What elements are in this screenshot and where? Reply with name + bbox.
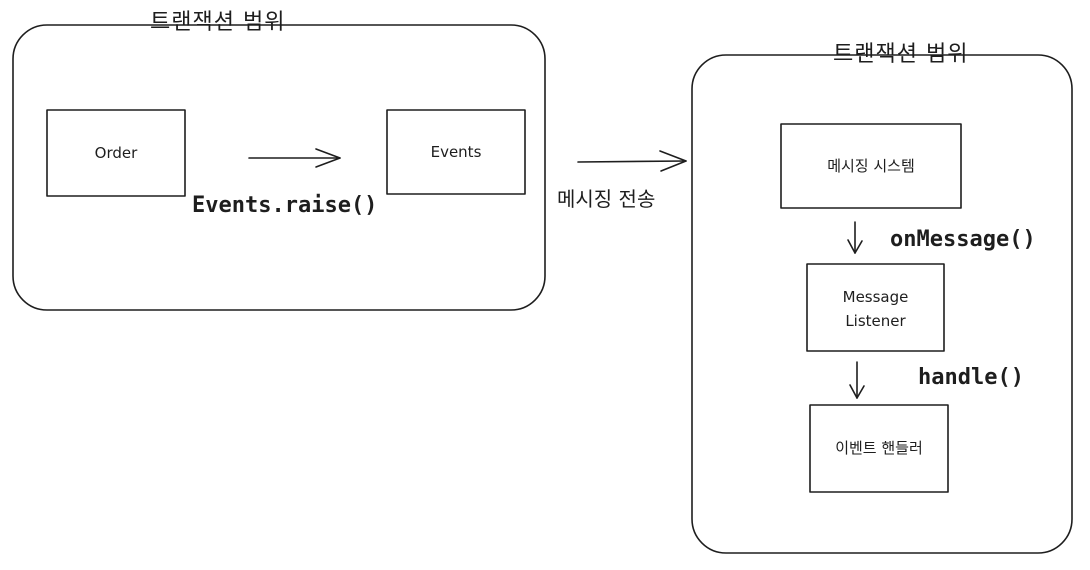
on-message-label: onMessage() — [890, 227, 1036, 252]
right-transaction-scope — [691, 54, 1073, 554]
left-transaction-scope — [12, 24, 546, 311]
order-box — [46, 109, 186, 197]
order-label: Order — [94, 144, 138, 162]
event-handler-box — [809, 404, 949, 493]
right-scope-label: 트랜잭션 범위 — [833, 42, 969, 67]
message-listener-label-line1: Message — [842, 288, 909, 306]
handle-label: handle() — [918, 365, 1024, 390]
messaging-system-box — [780, 123, 962, 209]
messaging-send-label: 메시징 전송 — [557, 187, 656, 211]
left-scope-label: 트랜잭션 범위 — [150, 10, 286, 35]
arrow-events-to-messaging — [577, 150, 687, 172]
events-box — [386, 109, 526, 195]
arrow-order-to-events — [248, 148, 341, 168]
message-listener-label-line2: Listener — [845, 312, 906, 330]
event-handler-label: 이벤트 핸들러 — [835, 439, 923, 457]
message-listener-box — [806, 263, 945, 352]
events-raise-label: Events.raise() — [192, 193, 378, 218]
arrow-listener-to-handler — [849, 361, 865, 399]
arrow-messaging-to-listener — [847, 221, 863, 254]
events-label: Events — [430, 143, 482, 161]
messaging-system-label: 메시징 시스템 — [827, 157, 915, 175]
